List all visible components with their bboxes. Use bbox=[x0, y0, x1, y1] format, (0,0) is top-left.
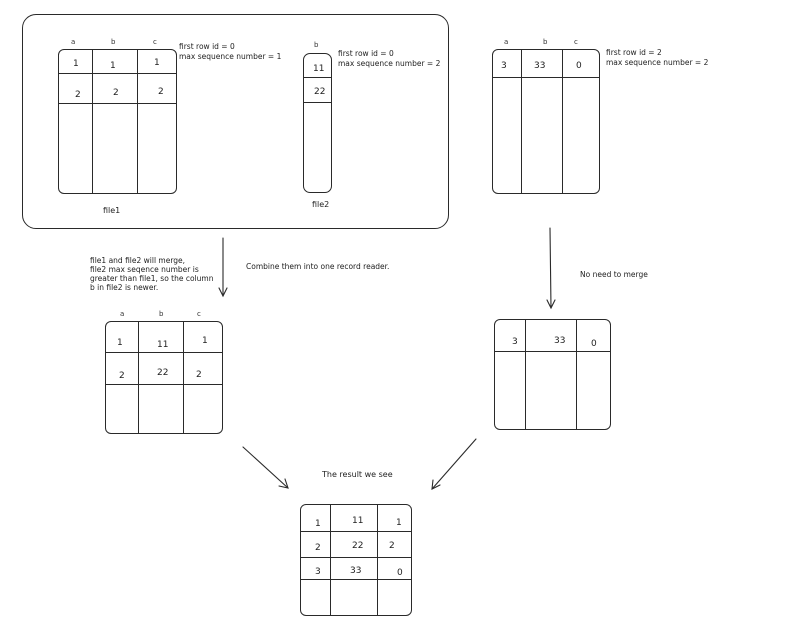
merged-cell: 11 bbox=[157, 340, 169, 350]
result-cell: 1 bbox=[315, 519, 321, 529]
result-row-divider bbox=[301, 579, 411, 580]
file2-label: file2 bbox=[312, 200, 330, 209]
merge-note-line: file1 and file2 will merge, bbox=[90, 256, 186, 265]
file3-cell: 33 bbox=[534, 61, 546, 71]
file1-cell: 2 bbox=[113, 88, 119, 98]
file3-col-divider bbox=[521, 50, 522, 193]
result-cell: 22 bbox=[352, 541, 364, 551]
unmerged-row-divider bbox=[495, 351, 610, 352]
merged-cell: 2 bbox=[196, 370, 202, 380]
file1-cell: 1 bbox=[154, 58, 160, 68]
arrowhead bbox=[546, 299, 556, 310]
file1-cell: 2 bbox=[75, 90, 81, 100]
unmerged-cell: 0 bbox=[591, 339, 597, 349]
result-cell: 3 bbox=[315, 567, 321, 577]
unmerged-table: 3 33 0 bbox=[494, 319, 611, 430]
result-table: 1 11 1 2 22 2 3 33 0 bbox=[300, 504, 412, 616]
merge-note-line: file2 max seqence number is bbox=[90, 265, 199, 274]
file1-col-divider bbox=[92, 50, 93, 193]
file3-header-a: a bbox=[504, 38, 509, 46]
arrowhead bbox=[278, 478, 289, 489]
file1-header-b: b bbox=[111, 38, 116, 46]
result-row-divider bbox=[301, 531, 411, 532]
result-cell: 1 bbox=[396, 518, 402, 528]
file3-note-seq: max sequence number = 2 bbox=[606, 58, 709, 67]
file3-cell: 3 bbox=[501, 61, 507, 71]
file1-cell: 2 bbox=[158, 87, 164, 97]
file3-row-divider bbox=[493, 77, 599, 78]
file3-note-row-id: first row id = 2 bbox=[606, 48, 662, 57]
file1-col-divider bbox=[137, 50, 138, 193]
merged-row-divider bbox=[106, 384, 222, 385]
arrow-merged-to-result bbox=[242, 446, 289, 489]
merged-table: 1 11 1 2 22 2 bbox=[105, 321, 223, 434]
arrow-file3-to-unmerged bbox=[549, 227, 552, 309]
file3-header-c: c bbox=[574, 38, 578, 46]
file2-cell: 11 bbox=[313, 64, 325, 74]
file1-row-divider bbox=[59, 73, 176, 74]
file3-col-divider bbox=[562, 50, 563, 193]
result-label: The result we see bbox=[322, 470, 393, 479]
result-col-divider bbox=[330, 505, 331, 615]
file2-row-divider bbox=[304, 102, 331, 103]
merged-header-c: c bbox=[197, 310, 201, 318]
file1-header-a: a bbox=[71, 38, 76, 46]
unmerged-cell: 33 bbox=[554, 336, 566, 346]
combine-note: Combine them into one record reader. bbox=[246, 262, 390, 271]
arrow-unmerged-to-result bbox=[431, 438, 477, 490]
file1-label: file1 bbox=[103, 206, 121, 215]
unmerged-col-divider bbox=[576, 320, 577, 429]
merge-note-line: b in file2 is newer. bbox=[90, 283, 159, 292]
no-merge-note: No need to merge bbox=[580, 270, 648, 279]
result-cell: 2 bbox=[389, 541, 395, 551]
file3-table: 3 33 0 bbox=[492, 49, 600, 194]
arrowhead bbox=[218, 287, 228, 298]
result-cell: 0 bbox=[397, 568, 403, 578]
file1-note-row-id: first row id = 0 bbox=[179, 42, 235, 51]
result-cell: 11 bbox=[352, 516, 364, 526]
file2-header-b: b bbox=[314, 41, 319, 49]
file3-header-b: b bbox=[543, 38, 548, 46]
file2-note-seq: max sequence number = 2 bbox=[338, 59, 441, 68]
merged-col-divider bbox=[183, 322, 184, 433]
file2-row-divider bbox=[304, 77, 331, 78]
merged-header-b: b bbox=[159, 310, 164, 318]
file1-note-seq: max sequence number = 1 bbox=[179, 52, 282, 61]
result-row-divider bbox=[301, 557, 411, 558]
merge-note-line: greater than file1, so the column bbox=[90, 274, 214, 283]
arrowhead bbox=[431, 479, 441, 490]
file2-table: 11 22 bbox=[303, 53, 332, 193]
result-col-divider bbox=[377, 505, 378, 615]
merged-cell: 1 bbox=[117, 338, 123, 348]
file1-row-divider bbox=[59, 103, 176, 104]
file-group-frame bbox=[22, 14, 449, 229]
merged-header-a: a bbox=[120, 310, 125, 318]
merged-col-divider bbox=[138, 322, 139, 433]
unmerged-cell: 3 bbox=[512, 337, 518, 347]
merged-cell: 1 bbox=[202, 336, 208, 346]
file1-cell: 1 bbox=[110, 61, 116, 71]
unmerged-col-divider bbox=[525, 320, 526, 429]
result-cell: 33 bbox=[350, 566, 362, 576]
file1-cell: 1 bbox=[73, 59, 79, 69]
file3-cell: 0 bbox=[576, 61, 582, 71]
file2-cell: 22 bbox=[314, 87, 326, 97]
merged-cell: 22 bbox=[157, 368, 169, 378]
file1-header-c: c bbox=[153, 38, 157, 46]
file1-table: 1 1 1 2 2 2 bbox=[58, 49, 177, 194]
merged-row-divider bbox=[106, 352, 222, 353]
result-cell: 2 bbox=[315, 543, 321, 553]
merged-cell: 2 bbox=[119, 371, 125, 381]
file2-note-row-id: first row id = 0 bbox=[338, 49, 394, 58]
